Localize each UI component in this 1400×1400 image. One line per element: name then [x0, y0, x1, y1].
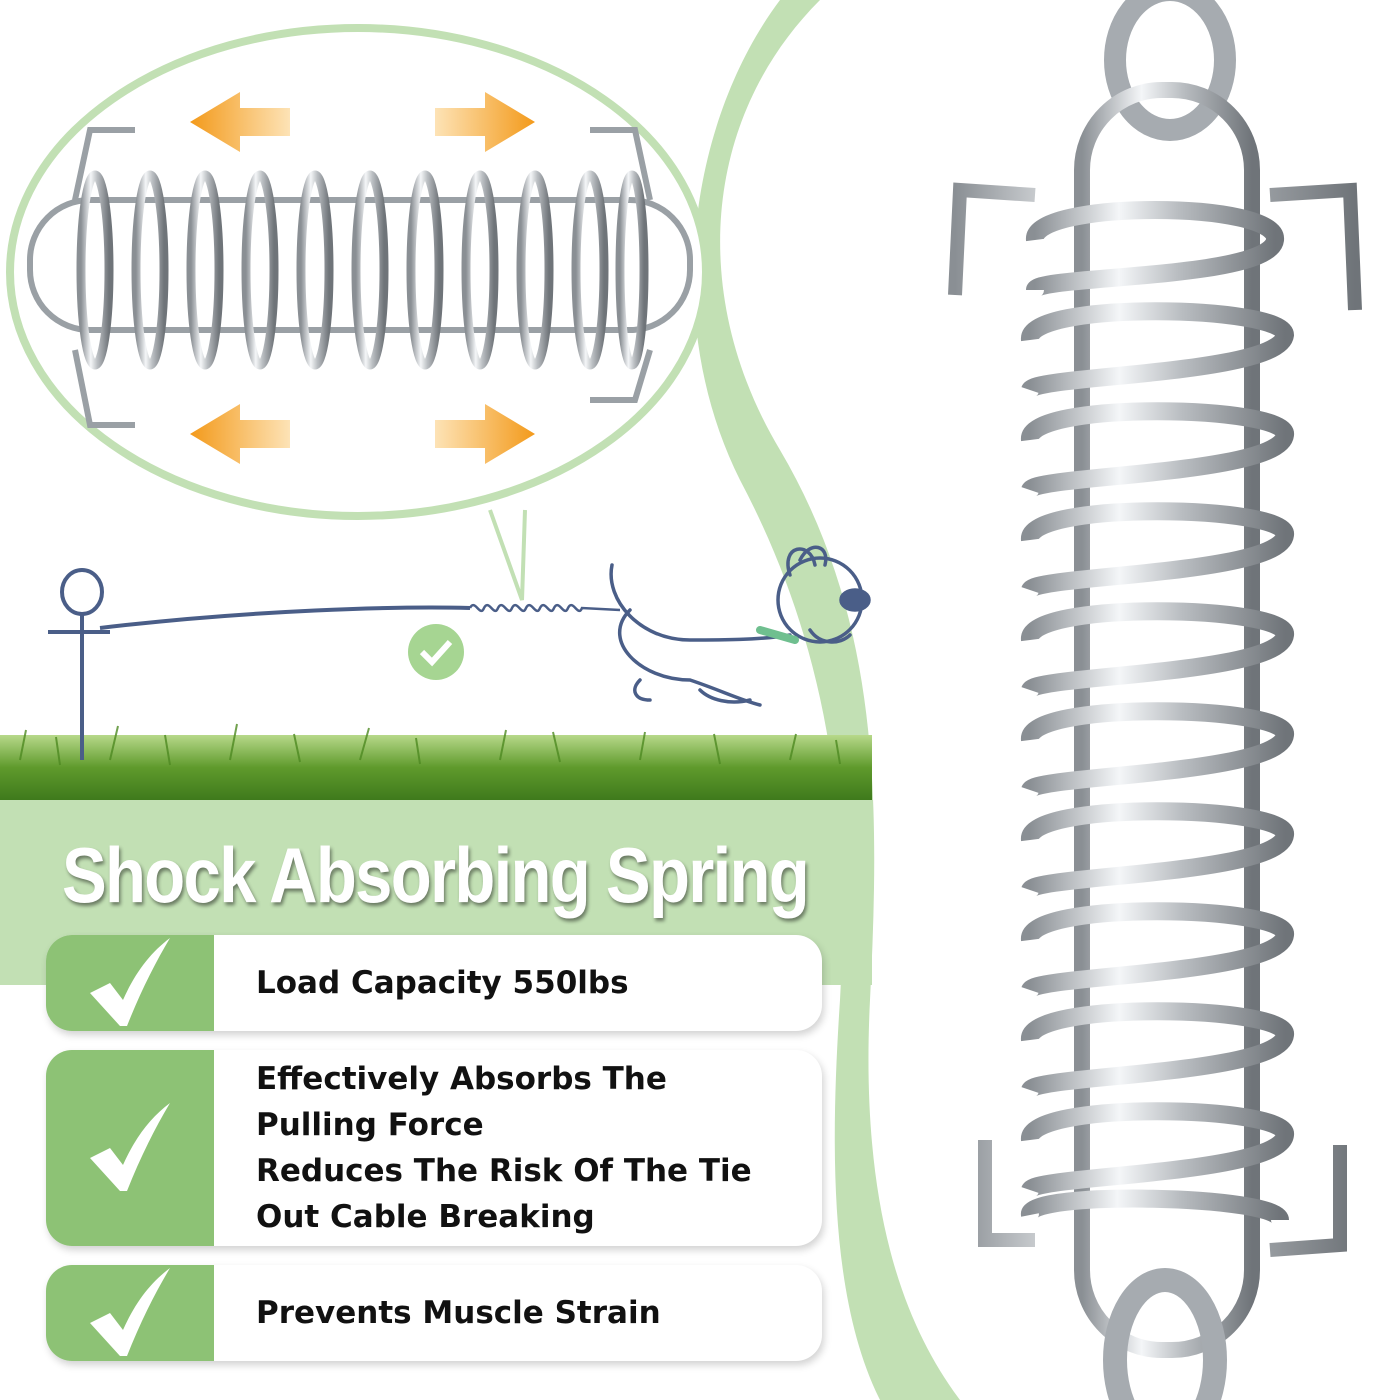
feature-text: Effectively Absorbs The	[256, 1061, 667, 1097]
feature-text: Out Cable Breaking	[256, 1199, 595, 1235]
check-icon	[46, 1265, 214, 1361]
check-icon	[46, 935, 214, 1031]
feature-text: Load Capacity 550lbs	[256, 965, 629, 1001]
arrow-left-icon	[190, 404, 290, 464]
green-curve-band	[693, 0, 960, 1400]
feature-item: Effectively Absorbs The Pulling Force Re…	[46, 1050, 822, 1246]
feature-text: Prevents Muscle Strain	[256, 1295, 661, 1331]
tie-out-stake	[48, 568, 621, 760]
arrow-icons	[190, 92, 535, 464]
spring-product-photo	[948, 0, 1362, 1400]
zoomed-spring	[27, 127, 693, 428]
feature-item: Load Capacity 550lbs	[46, 935, 822, 1031]
arrow-right-icon	[435, 404, 535, 464]
page-title: Shock Absorbing Spring	[62, 831, 810, 919]
check-circle-icon	[408, 624, 464, 680]
feature-text: Pulling Force	[256, 1107, 484, 1143]
grass-strip	[0, 735, 872, 800]
check-icon	[46, 1050, 214, 1246]
feature-text: Reduces The Risk Of The Tie	[256, 1153, 752, 1189]
feature-item: Prevents Muscle Strain	[46, 1265, 822, 1361]
arrow-right-icon	[435, 92, 535, 152]
running-dog-icon	[609, 545, 871, 707]
arrow-left-icon	[190, 92, 290, 152]
